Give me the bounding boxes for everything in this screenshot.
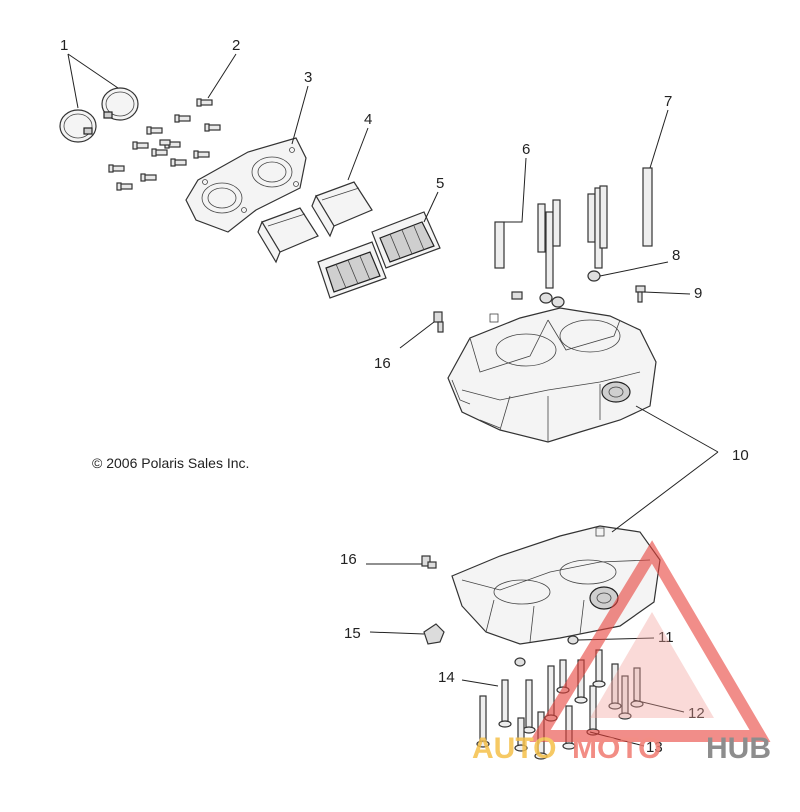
watermark-text-hub: HUB (706, 732, 771, 765)
reed-valve-blocks (257, 181, 373, 264)
callout-2: 2 (232, 37, 240, 54)
callout-16-upper: 16 (374, 355, 391, 372)
callout-15: 15 (344, 625, 361, 642)
bracket-15 (423, 623, 445, 645)
callout-12: 12 (688, 705, 705, 722)
callout-numbers: 1 2 3 4 5 6 7 8 9 16 10 16 15 11 14 12 1… (60, 37, 749, 756)
callout-5: 5 (436, 175, 444, 192)
leader-lines (67, 53, 719, 747)
callout-10: 10 (732, 447, 749, 464)
callout-3: 3 (304, 69, 312, 86)
callout-7: 7 (664, 93, 672, 110)
intake-flange-plate (185, 137, 307, 233)
dowels-lower (514, 635, 579, 667)
reed-cages (317, 211, 441, 299)
callout-8: 8 (672, 247, 680, 264)
callout-1: 1 (60, 37, 68, 54)
callout-16-lower: 16 (340, 551, 357, 568)
small-bolts (108, 98, 221, 191)
copyright-notice: © 2006 Polaris Sales Inc. (92, 455, 249, 471)
sensor-lower (421, 555, 437, 569)
callout-11: 11 (658, 629, 674, 646)
callout-6: 6 (522, 141, 530, 158)
cylinder-studs (494, 167, 653, 289)
callout-14: 14 (438, 669, 455, 686)
clamp-rings (59, 87, 139, 143)
sensor-upper (433, 311, 444, 333)
callout-4: 4 (364, 111, 372, 128)
callout-9: 9 (694, 285, 702, 302)
watermark-text-auto: AUTO (472, 732, 556, 765)
watermark-text-moto: MOTO (572, 732, 661, 765)
callout-13: 13 (646, 739, 663, 756)
watermark-logo: AUTO MOTO HUB (472, 540, 771, 765)
upper-crankcase (447, 307, 657, 443)
dowels-and-fittings (511, 270, 646, 308)
watermark-triangle-icon (529, 540, 771, 742)
